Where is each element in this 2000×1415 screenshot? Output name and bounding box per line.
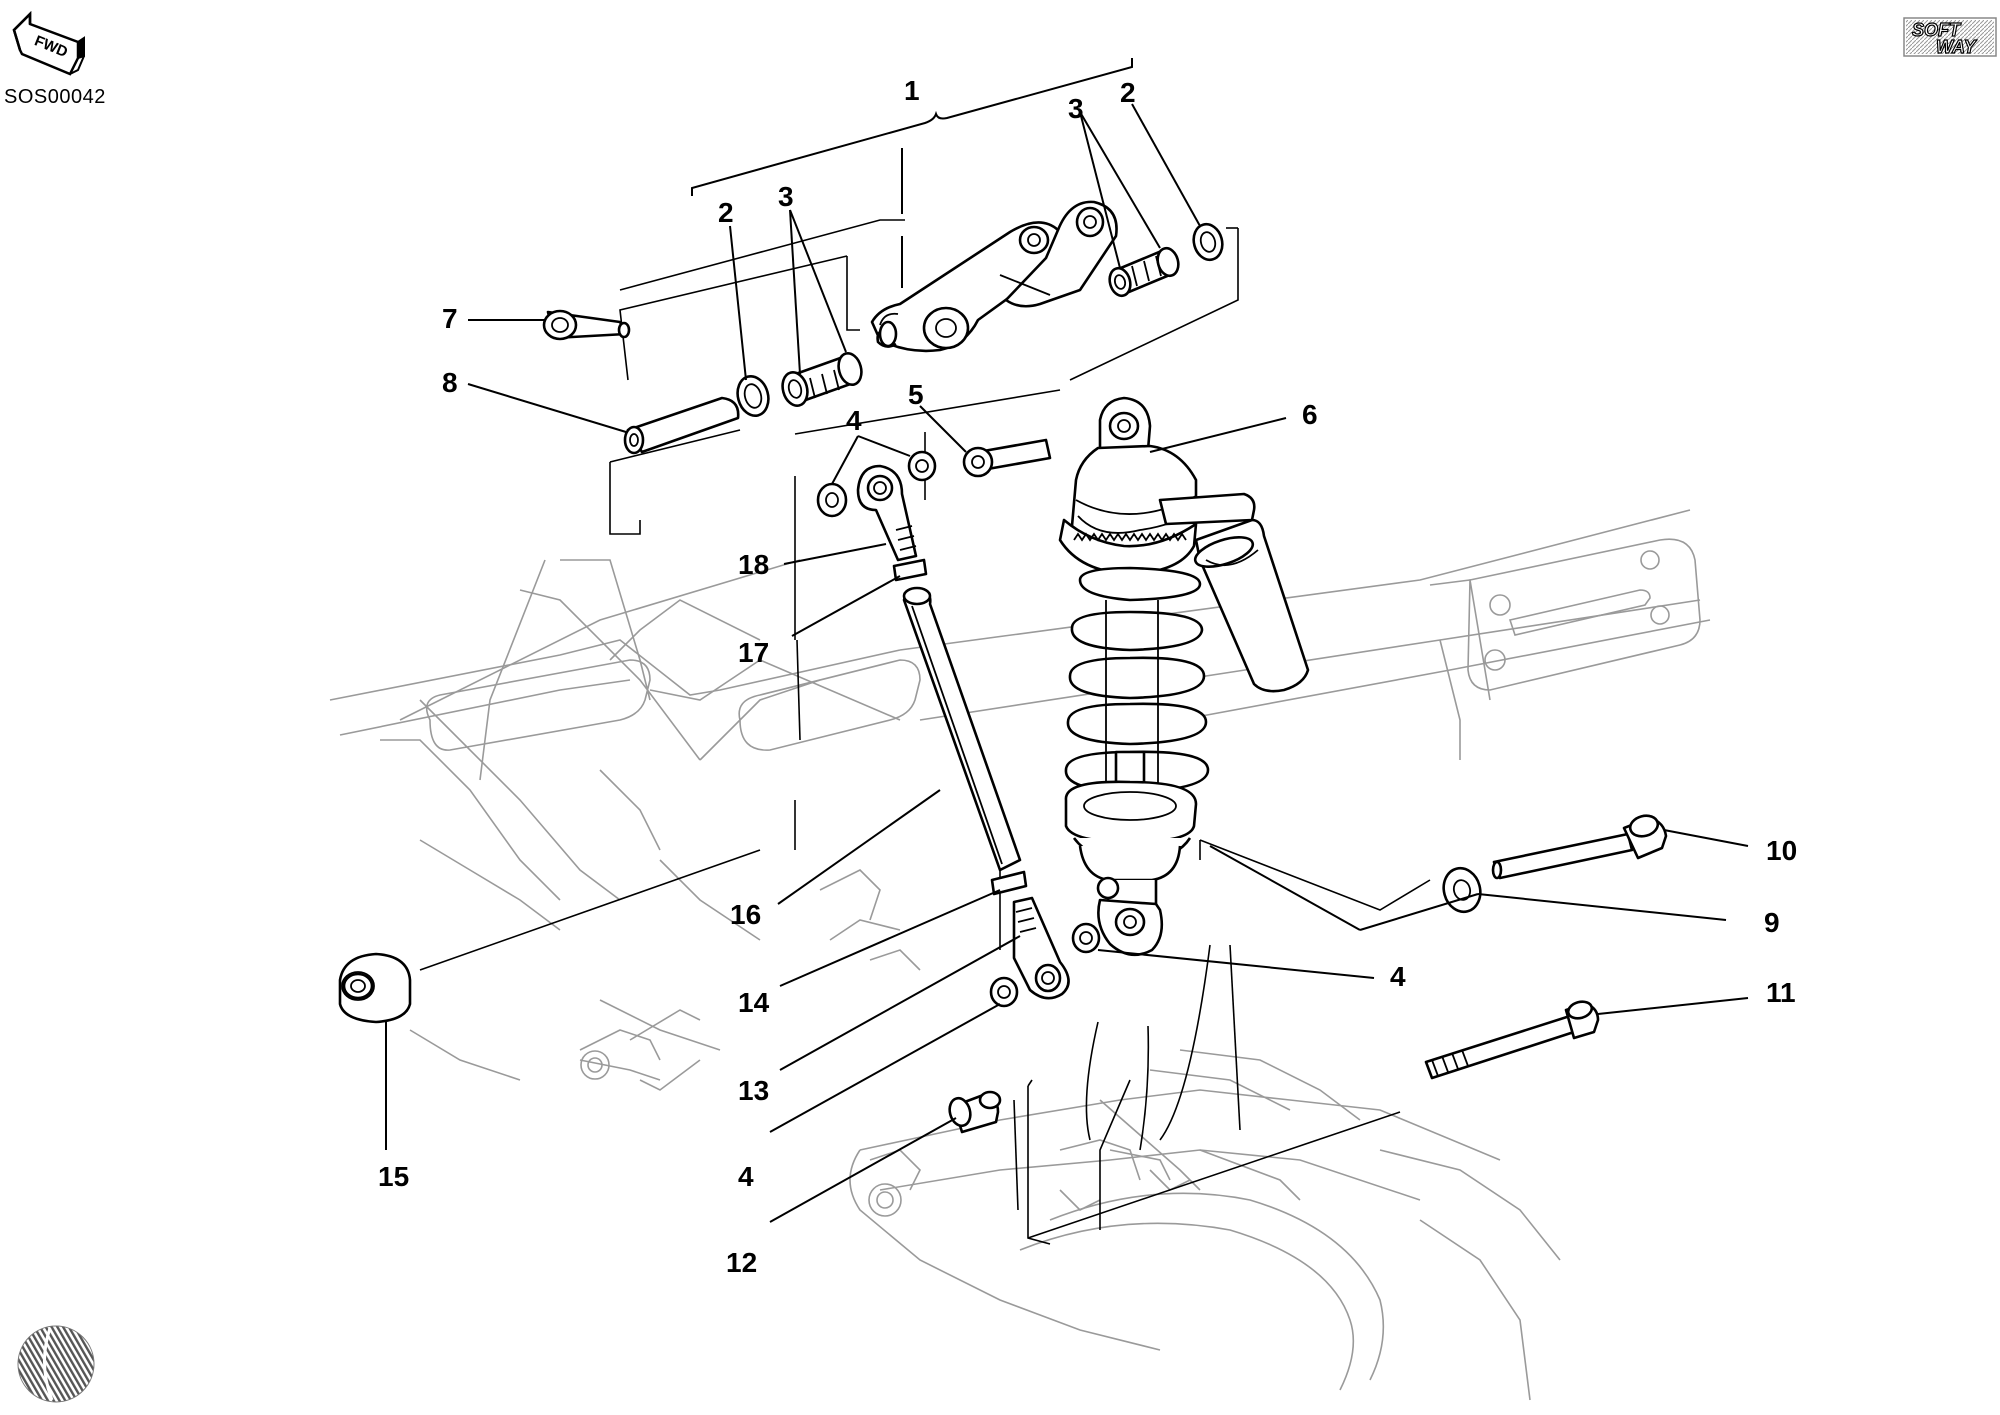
callout-16: 16: [730, 899, 761, 930]
part-12-bushing: [948, 1090, 1002, 1134]
part-4-spacer-lower-left: [989, 976, 1019, 1008]
callout-18: 18: [738, 549, 769, 580]
callout-3-right: 3: [1068, 93, 1084, 124]
part-16-tie-rod: [902, 586, 1022, 872]
group-bracket-1: [691, 58, 1133, 288]
soft-way-logo: SOFT WAY: [1903, 17, 1997, 58]
part-8-pin: [623, 396, 740, 455]
part-18-rod-end-upper: [856, 464, 918, 562]
part-11-long-bolt: [1424, 1000, 1600, 1080]
part-6-shock-absorber: [1058, 396, 1310, 957]
callout-4-lower-left: 4: [738, 1161, 754, 1192]
callout-3-left: 3: [778, 181, 794, 212]
callout-4-upper: 4: [846, 405, 862, 436]
callout-2-left: 2: [718, 197, 734, 228]
corner-stamp-icon: [17, 1325, 95, 1403]
callout-12: 12: [726, 1247, 757, 1278]
callout-2-right: 2: [1120, 77, 1136, 108]
callout-1: 1: [904, 75, 920, 106]
logo-text-top: SOFT: [1912, 20, 1962, 40]
part-4-spacer-lower-right: [1071, 922, 1101, 954]
callout-6: 6: [1302, 399, 1318, 430]
callout-labels: 1 2 2 3 3 4 4 4 5 6 7 8 9 10 11 12 13 14…: [378, 75, 1797, 1278]
part-10-bolt: [1491, 814, 1668, 880]
callout-9: 9: [1764, 907, 1780, 938]
callout-8: 8: [442, 367, 458, 398]
callout-11: 11: [1766, 977, 1796, 1008]
document-code: SOS00042: [4, 86, 106, 108]
part-14-nut: [990, 870, 1028, 896]
part-7-bolt: [542, 309, 631, 341]
part-2-seal-right: [1192, 222, 1224, 262]
part-15-rubber-block: [338, 952, 412, 1024]
callout-14: 14: [738, 987, 770, 1018]
part-17-nut: [892, 558, 928, 582]
callout-17: 17: [738, 637, 769, 668]
part-4-spacer-upper-right: [907, 450, 937, 482]
part-3-bushings-left: [781, 351, 863, 408]
part-13-rod-end-lower: [1012, 896, 1070, 1000]
callout-10: 10: [1766, 835, 1797, 866]
fwd-arrow-icon: FWD: [12, 10, 85, 76]
part-2-seal-left: [736, 374, 770, 418]
part-9-washer: [1442, 866, 1482, 914]
callout-15: 15: [378, 1161, 409, 1192]
callout-4-lower-right: 4: [1390, 961, 1406, 992]
callout-7: 7: [442, 303, 458, 334]
part-3-bushings-right: [1108, 246, 1180, 298]
frame-background: [329, 509, 1711, 1401]
leader-lines: [385, 103, 1749, 1223]
part-5-bolt: [962, 438, 1052, 478]
callout-13: 13: [738, 1075, 769, 1106]
part-1-rocker: [870, 200, 1118, 353]
assembly-axes: [419, 219, 1431, 1245]
callout-5: 5: [908, 379, 924, 410]
part-4-spacer-upper-left: [816, 482, 848, 518]
logo-text-bottom: WAY: [1936, 37, 1978, 57]
